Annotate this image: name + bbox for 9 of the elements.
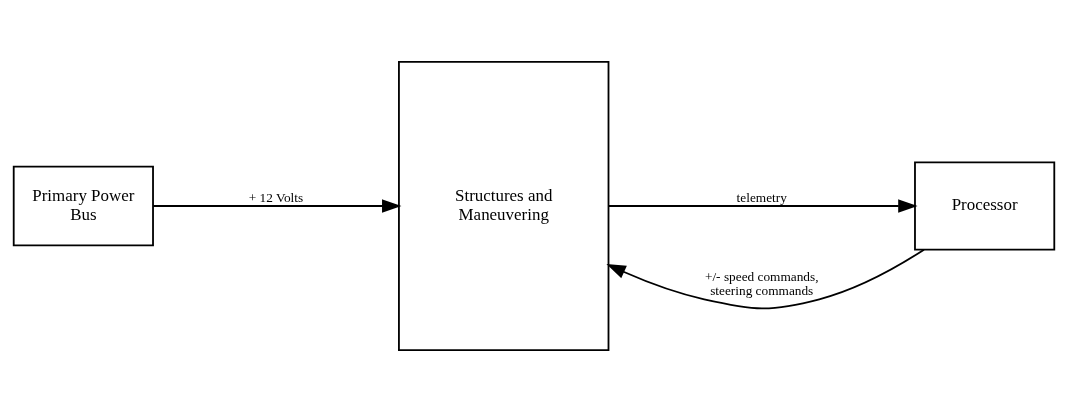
edge-label: +/- speed commands, steering commands <box>704 268 819 299</box>
node-box: Processor <box>914 161 1056 251</box>
arrow <box>607 199 918 213</box>
node-box: Primary Power Bus <box>12 165 154 247</box>
arrow <box>152 199 402 213</box>
node-box: Structures and Maneuvering <box>398 60 610 352</box>
arrow <box>606 248 925 310</box>
edge-label: telemetry <box>736 190 787 206</box>
edge-label: + 12 Volts <box>248 190 304 206</box>
